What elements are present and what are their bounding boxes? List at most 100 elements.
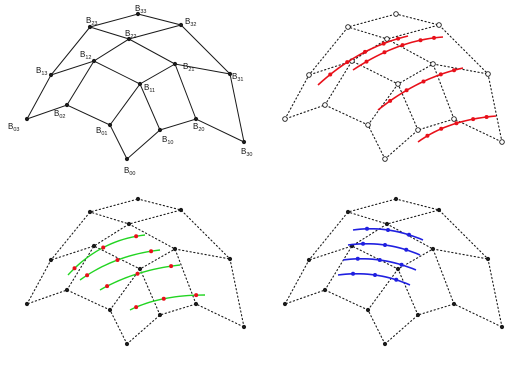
point-label-b13: B13 [36, 66, 47, 77]
blue-curve-point [373, 273, 377, 277]
red-curve-point [425, 133, 430, 138]
p1-control-point-b02 [64, 102, 70, 108]
p1-net-line-i0 [26, 104, 128, 160]
point-label-letter: B [144, 83, 149, 92]
point-label-b01: B01 [96, 126, 107, 137]
p1-control-point-b12 [91, 58, 97, 64]
red-curve-point [396, 36, 401, 41]
green-strip-point [161, 296, 166, 301]
point-label-index: 21 [188, 67, 194, 73]
point-label-b22: B22 [125, 29, 136, 40]
point-label-index: 20 [198, 127, 204, 133]
p1-control-point-b30 [241, 139, 247, 145]
p4-control-point-b00 [382, 341, 388, 347]
point-label-index: 33 [140, 9, 146, 15]
p1-control-point-b32 [178, 22, 184, 28]
p2-control-point-b03 [282, 116, 288, 122]
p2-net-line-j0 [384, 118, 503, 160]
point-label-letter: B [135, 4, 140, 13]
p2-control-point-b11 [395, 81, 401, 87]
p1-control-point-b11 [137, 81, 143, 87]
point-label-letter: B [54, 109, 59, 118]
point-label-b32: B32 [185, 17, 196, 28]
p3-control-point-b20 [193, 301, 199, 307]
red-curve-point [418, 38, 423, 43]
p1-net-line-i3 [137, 13, 245, 143]
p3-control-point-b32 [178, 207, 184, 213]
blue-curve-point [407, 232, 411, 237]
p4-control-point-b30 [499, 324, 505, 330]
p2-net-line-i1 [308, 60, 419, 131]
panel-net-with-blue-curves [282, 196, 505, 347]
point-label-b02: B02 [54, 109, 65, 120]
red-curve-point [388, 98, 393, 103]
p2-control-point-b21 [430, 61, 436, 67]
p2-control-point-b10 [415, 127, 421, 133]
green-strip-point [149, 249, 154, 254]
red-curve-point [382, 50, 387, 55]
p2-control-point-b31 [485, 71, 491, 77]
p2-control-point-b02 [322, 102, 328, 108]
p4-control-point-b10 [415, 312, 421, 318]
p4-control-point-b23 [345, 209, 351, 215]
p3-net-line-j0 [126, 303, 245, 345]
p3-control-point-b00 [124, 341, 130, 347]
red-curve-3 [377, 67, 464, 111]
point-label-letter: B [80, 50, 85, 59]
point-label-b31: B31 [232, 72, 243, 83]
point-label-index: 23 [91, 21, 97, 27]
p3-control-point-b23 [87, 209, 93, 215]
p2-control-point-b00 [382, 156, 388, 162]
green-strip-point [72, 266, 77, 271]
p4-control-point-b32 [436, 207, 442, 213]
point-label-b00: B00 [124, 166, 135, 177]
p2-control-point-b32 [436, 22, 442, 28]
p2-control-point-b22 [384, 36, 390, 42]
p3-net-line-i0 [26, 289, 128, 345]
blue-curve-point [377, 258, 382, 262]
point-label-index: 03 [13, 127, 19, 133]
blue-curve-point [404, 247, 409, 252]
p2-control-point-b23 [345, 24, 351, 30]
red-curve-point [400, 43, 405, 48]
point-label-letter: B [232, 72, 237, 81]
p1-net-line-i1 [50, 60, 161, 131]
p1-control-point-b21 [172, 61, 178, 67]
green-strip-point [135, 271, 140, 276]
p3-net-line-i2 [89, 211, 197, 305]
p3-control-point-b02 [64, 287, 70, 293]
blue-curve-point [386, 228, 390, 232]
red-curve-point [363, 49, 368, 54]
red-curve-point [454, 121, 459, 126]
green-strip-point [101, 245, 106, 250]
p4-net-line-j1 [367, 248, 489, 311]
p2-control-point-b33 [393, 11, 399, 17]
point-label-b20: B20 [193, 122, 204, 133]
point-label-b11: B11 [144, 83, 155, 94]
green-strip-point [134, 305, 139, 310]
point-label-letter: B [124, 166, 129, 175]
green-strip-point [169, 264, 174, 269]
point-label-index: 31 [237, 77, 243, 83]
green-strip-point [105, 284, 110, 289]
p2-control-point-b30 [499, 139, 505, 145]
blue-curve-point [365, 226, 369, 231]
point-label-letter: B [185, 17, 190, 26]
p3-control-point-b33 [135, 196, 141, 202]
green-strip-point [85, 273, 90, 278]
point-label-index: 11 [149, 88, 155, 94]
point-label-letter: B [36, 66, 41, 75]
p4-control-point-b03 [282, 301, 288, 307]
red-curve-2 [352, 36, 444, 71]
point-label-index: 01 [101, 131, 107, 137]
point-label-index: 10 [167, 140, 173, 146]
red-curve-point [439, 126, 444, 131]
red-curve-point [471, 117, 476, 122]
point-label-index: 30 [246, 152, 252, 158]
green-strip-point [194, 293, 199, 298]
p3-net-line-j1 [109, 248, 231, 311]
p1-net-line-i2 [89, 26, 197, 120]
p4-control-point-b01 [365, 307, 371, 313]
red-curve-point [452, 68, 457, 73]
p1-control-point-b20 [193, 116, 199, 122]
